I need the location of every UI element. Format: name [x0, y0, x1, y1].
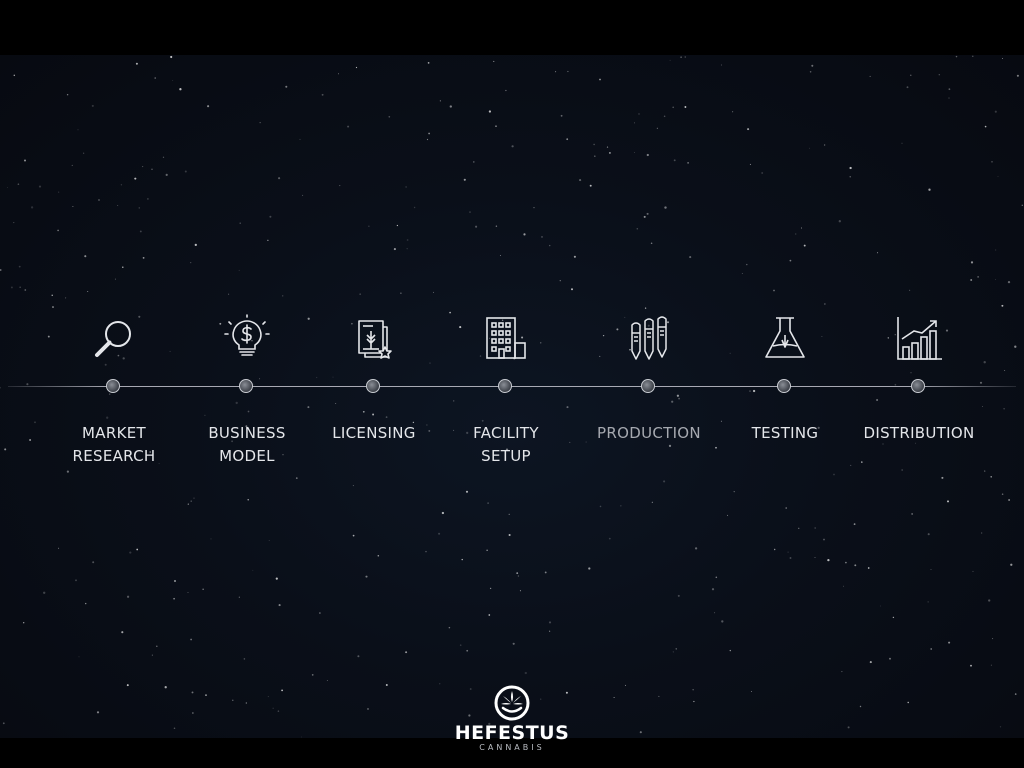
step-label: BUSINESS MODEL	[208, 424, 286, 465]
cannabis-leaf-logo-icon	[494, 685, 530, 721]
timeline-node	[911, 379, 925, 393]
timeline-node	[641, 379, 655, 393]
timeline-node	[239, 379, 253, 393]
timeline-node	[366, 379, 380, 393]
brand-subtitle: CANNABIS	[479, 743, 545, 752]
growth-chart-icon	[891, 310, 947, 366]
step-label: DISTRIBUTION	[863, 424, 975, 442]
bottom-letterbox	[0, 738, 1024, 768]
timeline-slide: MARKET RESEARCH BUSINESS MODEL	[0, 55, 1024, 738]
lightbulb-dollar-icon	[219, 310, 275, 366]
magnifier-icon	[86, 310, 142, 366]
brand-name: HEFESTUS	[454, 722, 570, 744]
top-letterbox	[0, 0, 1024, 55]
step-label: PRODUCTION	[597, 424, 701, 442]
brand-logo-block: HEFESTUS CANNABIS	[432, 683, 592, 753]
vape-pens-icon	[621, 310, 677, 366]
timeline-node	[106, 379, 120, 393]
license-document-icon	[346, 310, 402, 366]
lab-flask-icon	[757, 310, 813, 366]
starfield-background	[0, 55, 1024, 738]
timeline-node	[777, 379, 791, 393]
step-label: TESTING	[751, 424, 819, 442]
timeline-line	[8, 386, 1016, 387]
step-label: MARKET RESEARCH	[72, 424, 156, 465]
building-icon	[478, 310, 534, 366]
step-label: LICENSING	[332, 424, 416, 442]
timeline-node	[498, 379, 512, 393]
step-label: FACILITY SETUP	[473, 424, 539, 465]
